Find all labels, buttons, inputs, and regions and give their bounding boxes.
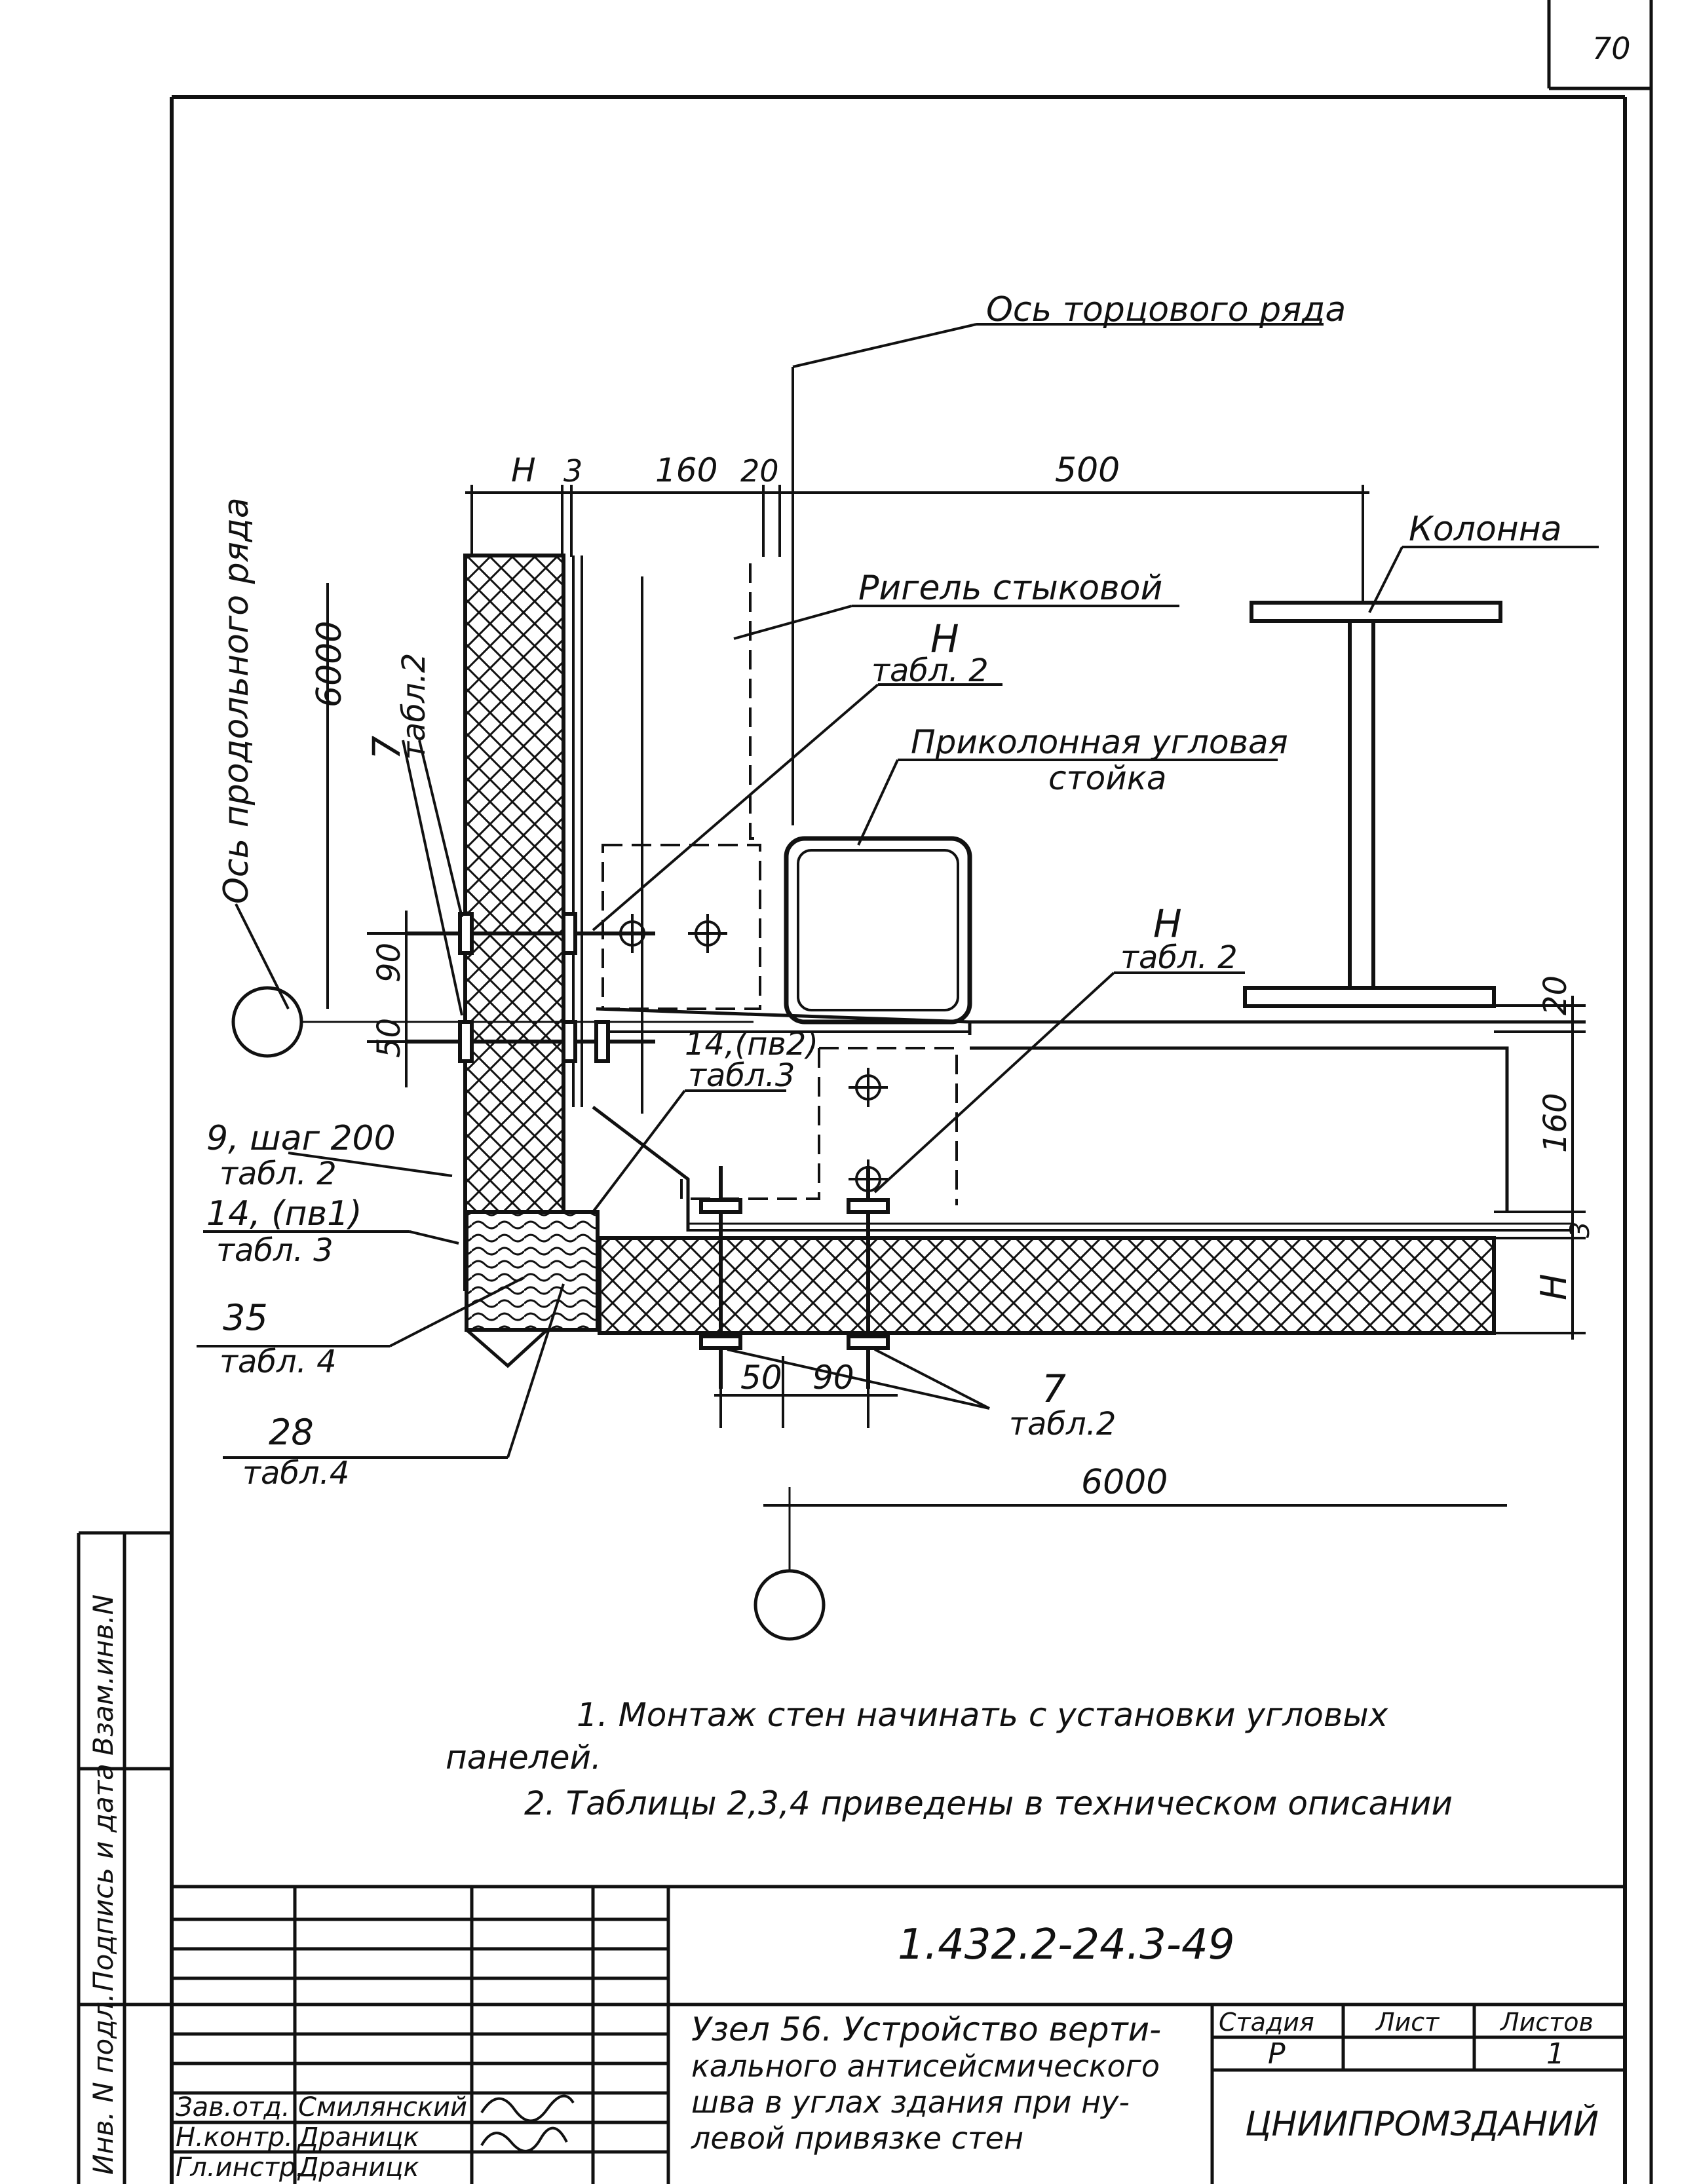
dim-3-top: 3 <box>563 453 582 489</box>
person-1-role: Зав.отд. <box>176 2092 290 2122</box>
label-axis-long-row: Ось продольного ряда <box>217 497 256 904</box>
label-corner-post-1: Приколонная угловая <box>911 723 1288 761</box>
doc-code: 1.432.2-24.3-49 <box>898 1921 1234 1969</box>
title-block <box>172 1885 1625 2184</box>
dim-50-left: 50 <box>371 1018 408 1058</box>
sheet-border <box>170 95 1627 2184</box>
dim-90-left: 90 <box>371 943 408 983</box>
dim-20-top: 20 <box>740 453 779 489</box>
label-axis-end-row: Ось торцового ряда <box>986 290 1346 329</box>
dim-H-top: Н <box>511 451 536 489</box>
note-1b: панелей. <box>446 1739 601 1777</box>
dim-3-right: 3 <box>1565 1222 1595 1238</box>
ref-35: 35 <box>223 1297 268 1338</box>
note-2: 2. Таблицы 2,3,4 приведены в техническом… <box>524 1784 1453 1822</box>
column-ibeam <box>1243 601 1502 1008</box>
sheets-label: Листов <box>1499 2008 1594 2037</box>
title-line-4: левой привязке стен <box>691 2120 1023 2156</box>
label-corner-post-2: стойка <box>1048 759 1167 797</box>
title-line-2: кального антисейсмического <box>691 2048 1160 2084</box>
person-3-name: Драницк <box>297 2153 419 2183</box>
ref-9: 9, шаг 200 <box>206 1119 396 1158</box>
dim-20-right: 20 <box>1537 975 1574 1015</box>
ref-7-b: 7 <box>1042 1366 1066 1411</box>
stamp-inv-no: Инв. N подл. <box>87 1993 119 2175</box>
stamp-sign-date: Подпись и дата <box>87 1763 119 1991</box>
ref-H-a: Н <box>930 616 959 661</box>
dim-500: 500 <box>1055 451 1120 490</box>
ref-35-sub: табл. 4 <box>220 1344 337 1380</box>
ref-9-sub: табл. 2 <box>220 1156 337 1192</box>
org-name: ЦНИИПРОМЗДАНИЙ <box>1245 2104 1599 2144</box>
note-1: 1. Монтаж стен начинать с установки угло… <box>577 1696 1388 1734</box>
label-column: Колонна <box>1409 510 1562 549</box>
ref-14-pv1-sub: табл. 3 <box>216 1232 334 1269</box>
bolt-markers <box>613 914 888 1199</box>
side-stamp <box>77 1531 172 2184</box>
dim-160-top: 160 <box>655 451 717 489</box>
dim-6000-left: 6000 <box>310 621 349 707</box>
stage-label: Стадия <box>1219 2008 1314 2037</box>
dim-90-bottom: 90 <box>812 1359 854 1397</box>
sheets-value: 1 <box>1546 2037 1565 2071</box>
leader-lines <box>197 323 1599 1459</box>
bolts-horizontal <box>699 1166 890 1389</box>
ref-7-a: 7 <box>364 736 409 760</box>
title-line-3: шва в углах здания при ну- <box>691 2084 1130 2120</box>
page-number-box: 70 <box>1547 0 1653 2184</box>
title-line-1: Узел 56. Устройство верти- <box>691 2010 1161 2048</box>
dim-6000-bottom: 6000 <box>1081 1463 1168 1502</box>
axis-marker-long <box>231 986 303 1058</box>
person-3-role: Гл.инстр. <box>176 2153 304 2183</box>
sheet-label: Лист <box>1375 2008 1440 2037</box>
corner-insulation <box>465 1210 600 1332</box>
signature-1 <box>480 2094 575 2122</box>
ref-7-b-sub: табл.2 <box>1009 1406 1116 1442</box>
person-2-name: Драницк <box>297 2122 419 2153</box>
vertical-wall-panel <box>463 554 565 1291</box>
person-1-name: Смилянский <box>298 2092 467 2122</box>
ref-H-b: Н <box>1153 901 1182 946</box>
ref-28-sub: табл.4 <box>242 1455 349 1492</box>
dim-160-right: 160 <box>1537 1093 1574 1153</box>
person-2-role: Н.контр. <box>176 2122 293 2153</box>
ref-H-a-sub: табл. 2 <box>871 652 989 689</box>
ref-H-b-sub: табл. 2 <box>1120 939 1238 976</box>
horizontal-wall-panel <box>598 1236 1496 1335</box>
ref-14-pv2-sub: табл.3 <box>688 1057 795 1094</box>
stage-value: Р <box>1268 2037 1286 2071</box>
axis-marker-end <box>754 1569 826 1641</box>
corner-post-tube <box>784 836 972 1025</box>
ref-14-pv2: 14,(пв2) <box>685 1026 818 1063</box>
dim-H-right: Н <box>1533 1273 1575 1300</box>
stamp-swap-inv: Взам.инв.N <box>87 1594 119 1756</box>
signature-2 <box>480 2126 568 2153</box>
dim-50-bottom: 50 <box>740 1359 782 1397</box>
ref-7-a-sub: табл.2 <box>396 653 432 760</box>
label-crossbar: Ригель стыковой <box>858 569 1162 608</box>
ref-14-pv1: 14, (пв1) <box>206 1194 362 1233</box>
ref-28: 28 <box>269 1412 314 1453</box>
page-number: 70 <box>1592 31 1631 66</box>
